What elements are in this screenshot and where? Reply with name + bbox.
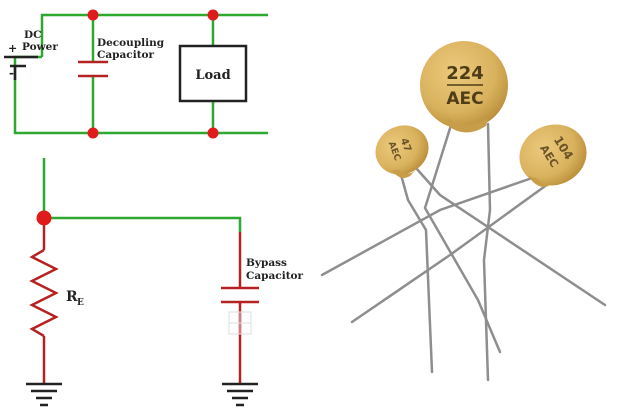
junction-node [207, 127, 219, 139]
capacitor-104: 104 AEC [519, 124, 587, 187]
decoupling-label-line2: Capacitor [97, 49, 155, 61]
capacitor-leads [320, 120, 607, 382]
junction-node [36, 210, 52, 226]
resistor-label: R [66, 289, 78, 305]
faint-grid-artifact [228, 311, 252, 335]
junction-node [87, 9, 99, 21]
bypass-label-line2: Capacitor [246, 270, 304, 282]
battery-label-line1: DC [24, 29, 41, 41]
ground-symbol [222, 382, 258, 407]
capacitor-brand: AEC [446, 89, 483, 109]
lead-wire [320, 176, 534, 277]
capacitor-47: 47 AEC [375, 125, 429, 178]
resistor-symbol [29, 218, 59, 383]
battery-label-line2: Power [22, 41, 58, 53]
load-box [178, 44, 248, 103]
battery-minus-sign: - [9, 66, 14, 80]
capacitor-224: 224 AEC [420, 41, 508, 133]
decoupling-capacitor-symbol [78, 60, 108, 78]
bypass-feed-wire [44, 216, 242, 232]
battery-plus-sign: + [8, 42, 17, 55]
battery-symbol [4, 55, 38, 80]
lead-wire [482, 122, 492, 382]
junction-node [87, 127, 99, 139]
decoupling-circuit: + - DC Power Decoupling Capacitor Load [4, 9, 268, 139]
bypass-label-line1: Bypass [246, 257, 287, 269]
lead-wire [396, 162, 434, 374]
decoupling-label-line1: Decoupling [97, 37, 165, 49]
ground-symbol [26, 382, 62, 407]
lead-wire [414, 166, 607, 307]
load-label: Load [195, 68, 230, 83]
ceramic-capacitors-photo: 104 AEC 47 AEC 224 AEC [320, 41, 607, 382]
bypass-capacitor-symbol [221, 232, 259, 383]
resistor-label-subscript: E [77, 298, 84, 308]
capacitor-code: 47 [398, 137, 413, 154]
top-junction-nodes [87, 9, 219, 139]
bypass-circuit: R E Bypass Capacitor [26, 158, 304, 407]
junction-node [207, 9, 219, 21]
lead-wire [350, 182, 550, 324]
capacitor-code: 224 [446, 63, 484, 84]
top-rail-wire [40, 13, 268, 57]
